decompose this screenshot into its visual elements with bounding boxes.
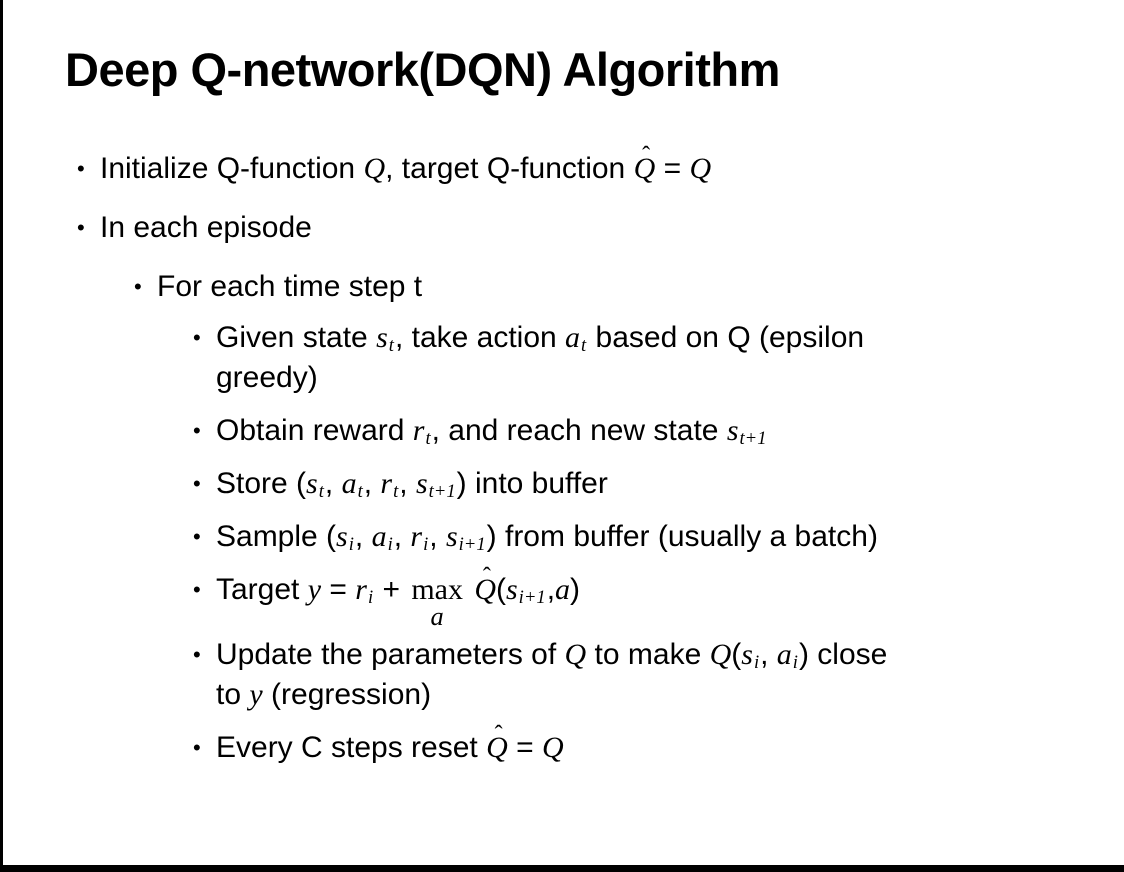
bullet-marker-icon: •	[134, 274, 142, 299]
math-variable: s	[306, 467, 318, 500]
bullet-item: • Initialize Q-function Q, target Q-funct…	[77, 143, 1104, 189]
math-variable: y	[307, 573, 322, 606]
math-subscript: t	[393, 481, 399, 503]
bullet-marker-icon: •	[193, 325, 201, 350]
bullet-marker-icon: •	[193, 418, 201, 443]
math-variable: s	[415, 467, 428, 500]
math-subscript: i	[753, 652, 760, 674]
math-variable: a	[341, 467, 357, 500]
bullet-item: • Sample (si, ai, ri, si+1) from buffer (…	[193, 517, 1104, 557]
bullet-text: Store (st, at, rt, st+1) into buffer	[216, 467, 608, 503]
math-variable: Q	[709, 638, 732, 671]
math-variable: s	[445, 520, 458, 553]
math-variable: s	[376, 321, 388, 354]
math-subscript: i	[367, 587, 374, 609]
slide-title: Deep Q-network(DQN) Algorithm	[65, 43, 780, 96]
math-variable: a	[555, 573, 571, 606]
bullet-text: Given state st, take action at based on …	[216, 321, 865, 394]
bullet-text: Update the parameters of Q to make Q(si,…	[216, 638, 888, 711]
math-variable: Q	[564, 638, 587, 671]
math-subscript: t	[581, 335, 587, 357]
math-variable: s	[505, 573, 518, 606]
math-subscript: i	[423, 534, 429, 556]
bullet-text: In each episode	[100, 211, 312, 244]
bullet-marker-icon: •	[77, 215, 85, 240]
bullet-marker-icon: •	[193, 642, 201, 667]
bullet-list: • Initialize Q-function Q, target Q-funct…	[3, 143, 1104, 781]
math-subscript: t	[357, 481, 363, 503]
bullet-marker-icon: •	[193, 577, 201, 602]
bullet-item: •Obtain reward rt, and reach new state s…	[193, 411, 1104, 451]
bullet-item: • Update the parameters of Q to make Q(si…	[193, 635, 1104, 715]
bullet-item: • For each time step t	[134, 267, 1104, 307]
math-variable: a	[371, 520, 387, 553]
math-variable: a	[565, 321, 581, 354]
math-subscript: t+1	[739, 428, 767, 450]
bullet-text: Initialize Q-function Q, target Q-functi…	[100, 143, 1104, 189]
math-variable: s	[741, 638, 753, 671]
bullet-marker-icon: •	[77, 156, 85, 181]
bullet-marker-icon: •	[193, 524, 201, 549]
math-variable: Q	[363, 152, 386, 185]
bullet-marker-icon: •	[193, 471, 201, 496]
math-subscript: i	[387, 534, 393, 556]
math-variable: y	[249, 678, 263, 711]
bullet-text: Obtain reward rt, and reach new state st…	[216, 414, 767, 450]
bullet-item: • In each episode	[77, 208, 1104, 248]
math-variable: s	[336, 520, 348, 553]
math-subscript: i	[348, 534, 354, 556]
math-variable: r	[380, 467, 393, 500]
bullet-item: •Given state st, take action at based on…	[193, 318, 1104, 398]
math-subscript: i	[792, 652, 798, 674]
bullet-item: • Store (st, at, rt, st+1) into buffer	[193, 464, 1104, 504]
math-variable: s	[726, 414, 739, 447]
math-subscript: i+1	[518, 587, 546, 609]
math-subscript: t	[318, 481, 324, 503]
bullet-text: Sample (si, ai, ri, si+1) from buffer (u…	[216, 520, 878, 556]
math-subscript: t+1	[428, 481, 456, 503]
math-variable: Q	[689, 152, 712, 185]
bullet-marker-icon: •	[193, 735, 201, 760]
bullet-text: For each time step t	[157, 270, 423, 303]
math-variable: r	[412, 414, 425, 447]
math-variable: a	[776, 638, 792, 671]
math-variable: r	[410, 520, 423, 553]
bottom-edge-bar	[3, 865, 1124, 872]
math-subscript: t	[388, 335, 394, 357]
math-variable: r	[355, 573, 367, 606]
math-subscript: i+1	[458, 534, 486, 556]
math-variable: Q	[541, 731, 564, 764]
math-subscript: t	[425, 428, 431, 450]
